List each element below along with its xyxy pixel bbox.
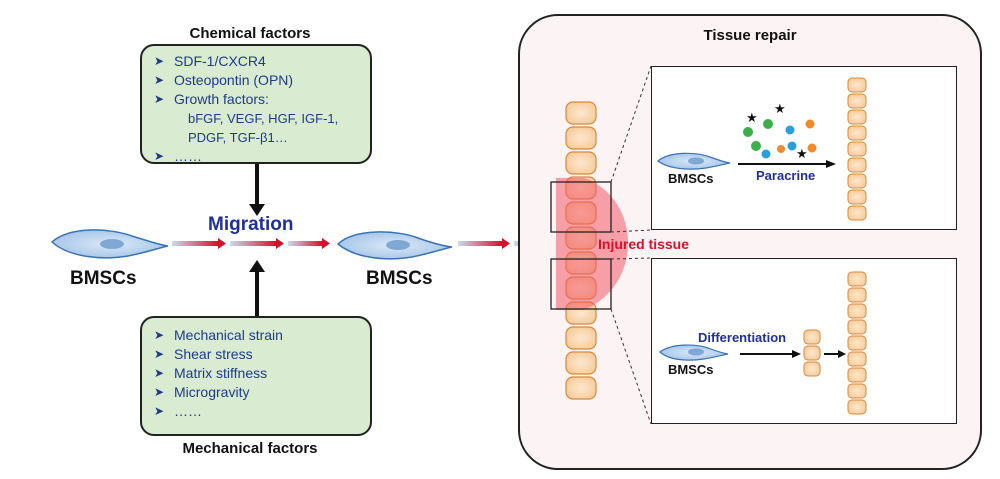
chemical-factors-list: ➤SDF-1/CXCR4 ➤Osteopontin (OPN) ➤Growth … <box>152 52 366 109</box>
paracrine-bmsc-label: BMSCs <box>668 171 714 186</box>
paracrine-label: Paracrine <box>756 168 816 183</box>
inset-frame-top <box>550 181 612 233</box>
differentiation-arrow-1 <box>740 350 801 358</box>
star-icon: ★ <box>796 147 808 162</box>
star-icon: ★ <box>774 102 786 117</box>
differentiation-label: Differentiation <box>698 330 787 345</box>
paracrine-factors: ★ ★ ★ <box>743 102 817 162</box>
growth-factors-sub-2: PDGF, TGF-β1… <box>188 130 288 145</box>
bullet-arrow-icon: ➤ <box>154 404 165 418</box>
migration-dashed-arrows <box>172 238 330 249</box>
paracrine-tissue-column <box>847 77 867 221</box>
dot-icon <box>743 127 753 137</box>
dot-icon <box>763 119 773 129</box>
zoom-connectors <box>610 65 652 425</box>
bullet-arrow-icon: ➤ <box>154 366 165 380</box>
paracrine-arrow <box>738 160 836 168</box>
bullet-arrow-icon: ➤ <box>154 347 165 361</box>
inset-frame-bottom <box>550 258 612 310</box>
dot-icon <box>807 143 817 153</box>
star-icon: ★ <box>746 111 758 126</box>
bullet-arrow-icon: ➤ <box>154 328 165 342</box>
bullet-arrow-icon: ➤ <box>154 385 165 399</box>
injured-region <box>556 178 628 310</box>
paracrine-box <box>651 66 957 230</box>
chemical-factors-list-more: ➤…… <box>152 147 366 166</box>
bullet-arrow-icon: ➤ <box>154 54 165 68</box>
differentiation-tissue-column <box>847 271 867 415</box>
mechanical-factors-list: ➤Mechanical strain ➤Shear stress ➤Matrix… <box>152 326 366 421</box>
list-item: ➤Mechanical strain <box>154 327 283 343</box>
list-item: ➤Matrix stiffness <box>154 365 268 381</box>
list-item: ➤Microgravity <box>154 384 250 400</box>
paracrine-bmsc-cell <box>657 152 731 170</box>
list-item: ➤Growth factors: <box>154 91 269 107</box>
dot-icon <box>787 141 797 151</box>
bmsc-label-middle: BMSCs <box>366 268 433 289</box>
injured-tissue-label: Injured tissue <box>598 236 690 252</box>
bmsc-cell-left <box>50 229 169 259</box>
differentiation-arrow-2 <box>824 350 846 358</box>
differentiation-bmsc-cell <box>659 344 729 361</box>
dot-icon <box>751 141 761 151</box>
mechanical-arrow <box>249 260 265 316</box>
list-item: ➤Osteopontin (OPN) <box>154 72 294 88</box>
list-item: ➤SDF-1/CXCR4 <box>154 53 266 69</box>
chemical-factors-box: ➤SDF-1/CXCR4 ➤Osteopontin (OPN) ➤Growth … <box>140 44 372 164</box>
dot-icon <box>805 119 815 129</box>
bullet-arrow-icon: ➤ <box>154 149 165 163</box>
differentiation-bmsc-label: BMSCs <box>668 362 714 377</box>
list-item: ➤…… <box>154 403 202 419</box>
bullet-arrow-icon: ➤ <box>154 73 165 87</box>
mechanical-factors-box: ➤Mechanical strain ➤Shear stress ➤Matrix… <box>140 316 372 436</box>
chemical-arrow <box>249 164 265 216</box>
migration-label: Migration <box>208 214 294 235</box>
dot-icon <box>761 149 771 159</box>
migration-graphics <box>50 164 554 316</box>
growth-factors-sub-1: bFGF, VEGF, HGF, IGF-1, <box>188 111 339 126</box>
mechanical-factors-title: Mechanical factors <box>182 440 318 457</box>
chemical-factors-title: Chemical factors <box>189 25 311 42</box>
tissue-repair-title: Tissue repair <box>703 27 797 44</box>
dot-icon <box>785 125 795 135</box>
bullet-arrow-icon: ➤ <box>154 92 165 106</box>
differentiating-cells <box>803 329 821 377</box>
bmsc-cell-middle <box>336 231 453 260</box>
list-item: ➤Shear stress <box>154 346 253 362</box>
dot-icon <box>777 145 785 153</box>
list-item: ➤…… <box>154 148 202 164</box>
bmsc-label-left: BMSCs <box>70 268 137 289</box>
